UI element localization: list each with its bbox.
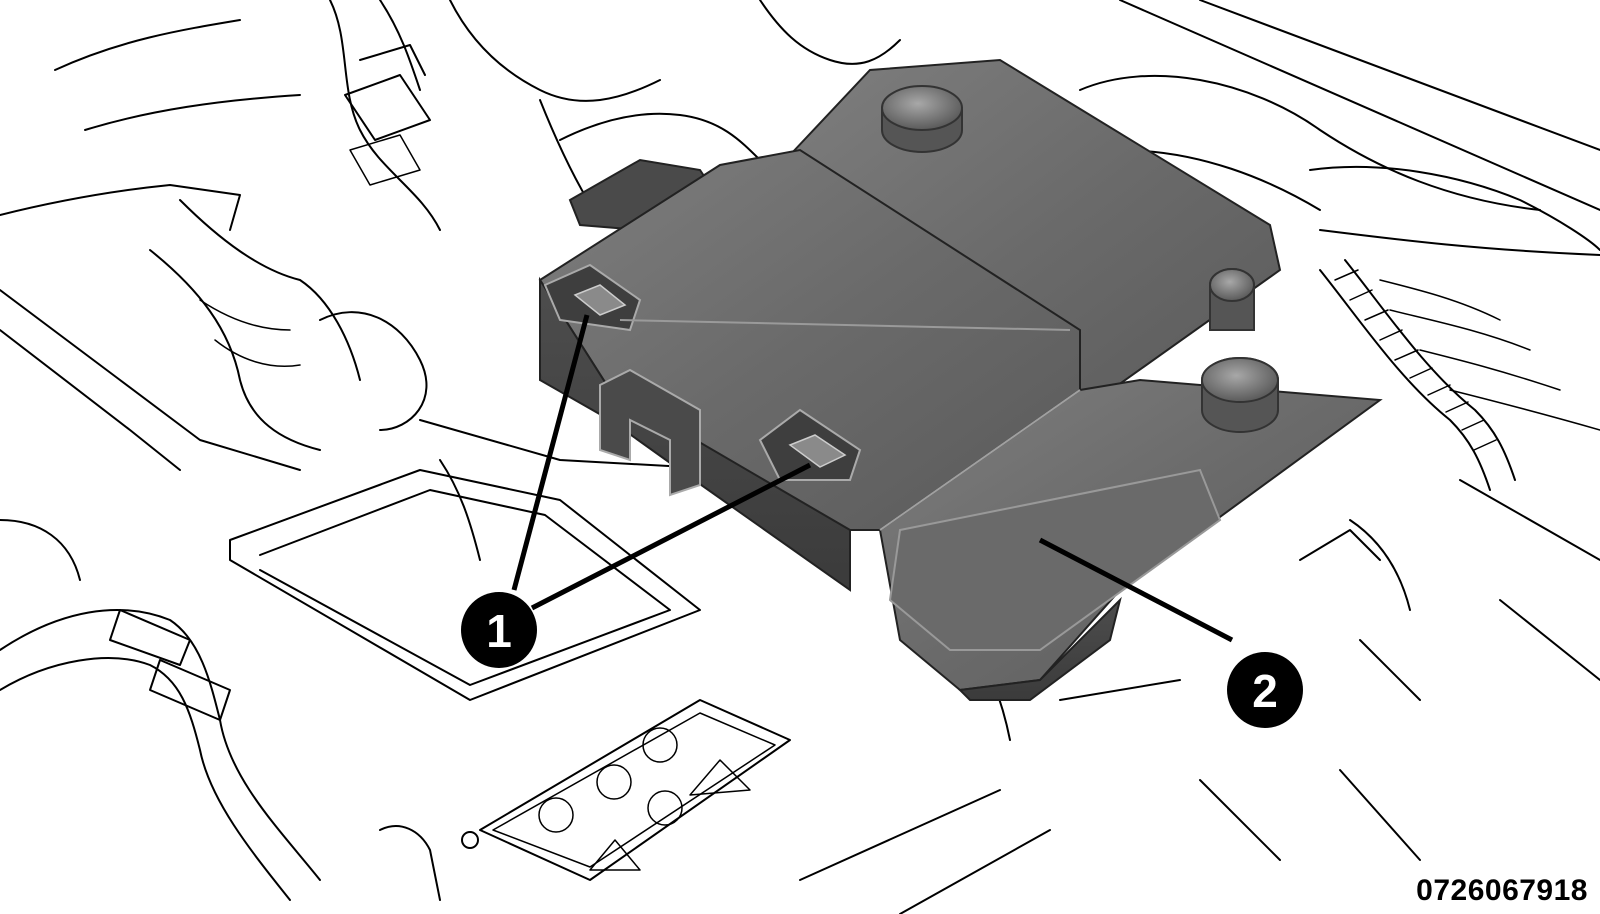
callout-1: 1: [461, 592, 537, 668]
callout-2-number: 2: [1252, 665, 1278, 717]
callout-2: 2: [1227, 652, 1303, 728]
callout-leaders: [511, 314, 1234, 643]
callout-1-number: 1: [486, 605, 512, 657]
figure-id: 0726067918: [1416, 874, 1588, 907]
cover: [538, 58, 1383, 701]
